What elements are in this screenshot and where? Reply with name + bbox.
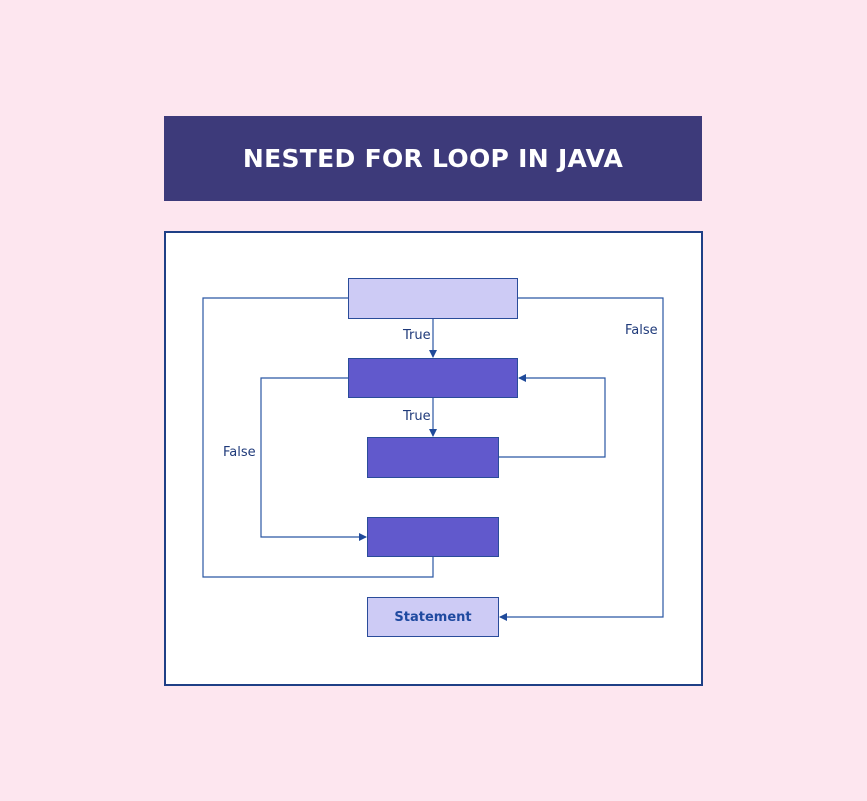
edge-outer-loop bbox=[202, 297, 434, 578]
page-title: NESTED FOR LOOP IN JAVA bbox=[164, 116, 702, 201]
outer-false-label: False bbox=[625, 323, 658, 338]
statement-label: Statement bbox=[394, 609, 472, 625]
edge-inner-false bbox=[260, 377, 367, 541]
outer-condition-node bbox=[348, 278, 518, 319]
inner-condition-node bbox=[348, 358, 518, 398]
inner-true-label: True bbox=[403, 409, 431, 424]
inner-false-label: False bbox=[223, 445, 256, 460]
outer-true-label: True bbox=[403, 328, 431, 343]
outer-update-node bbox=[367, 517, 499, 557]
edge-inner-loop bbox=[499, 374, 606, 458]
edge-outer-false bbox=[499, 297, 664, 621]
inner-body-node bbox=[367, 437, 499, 478]
statement-node: Statement bbox=[367, 597, 499, 637]
